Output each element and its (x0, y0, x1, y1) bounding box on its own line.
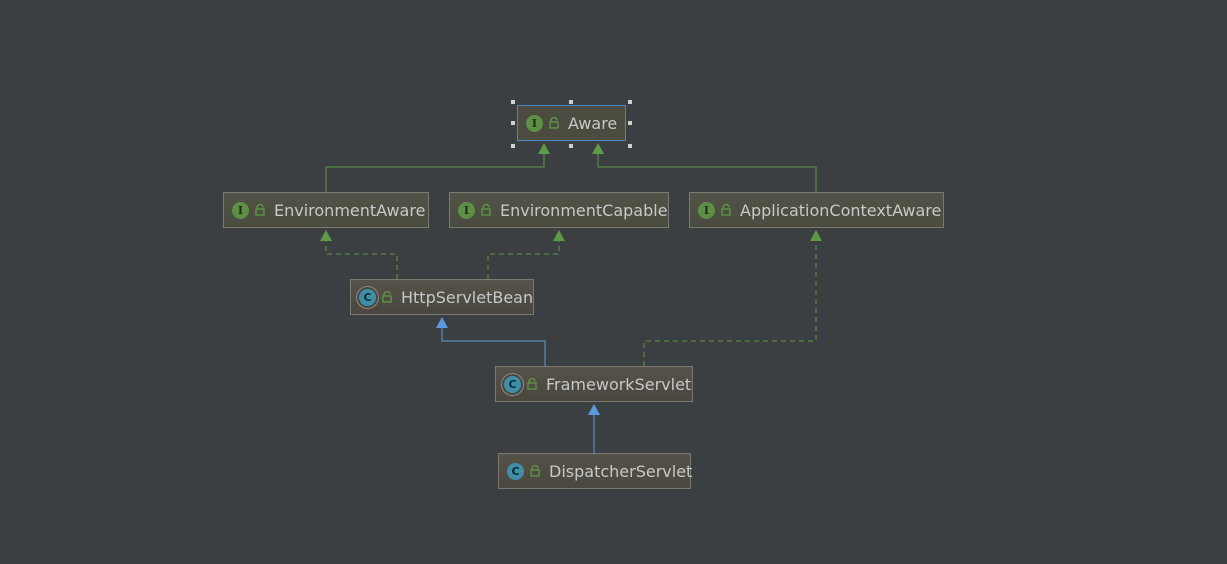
selection-handle[interactable] (569, 144, 573, 148)
edge-dispatcherservlet-to-frameworkservlet (588, 404, 600, 453)
node-environment-capable[interactable]: I EnvironmentCapable (449, 192, 669, 228)
selection-handle[interactable] (511, 121, 515, 125)
node-label: ApplicationContextAware (740, 200, 942, 220)
selection-handle[interactable] (511, 144, 515, 148)
node-label: EnvironmentCapable (500, 200, 668, 220)
edge-applicationcontextaware-to-aware (592, 143, 817, 192)
interface-icon: I (698, 201, 715, 219)
public-lock-icon (721, 204, 731, 216)
node-application-context-aware[interactable]: I ApplicationContextAware (689, 192, 944, 228)
node-label: FrameworkServlet (546, 374, 692, 394)
interface-icon: I (232, 201, 249, 219)
edge-frameworkservlet-to-httpservletbean (436, 317, 546, 366)
selection-handle[interactable] (511, 100, 515, 104)
selection-handle[interactable] (628, 100, 632, 104)
public-lock-icon (481, 204, 491, 216)
node-http-servlet-bean[interactable]: C HttpServletBean (350, 279, 534, 315)
public-lock-icon (382, 291, 392, 303)
node-aware[interactable]: I Aware (517, 105, 626, 141)
class-icon: C (507, 462, 524, 480)
node-label: Aware (568, 113, 618, 133)
edge-frameworkservlet-to-applicationcontextaware (643, 230, 822, 366)
public-lock-icon (527, 378, 537, 390)
edge-httpservletbean-to-environmentaware (320, 230, 398, 279)
selection-handle[interactable] (569, 100, 573, 104)
node-dispatcher-servlet[interactable]: C DispatcherServlet (498, 453, 693, 489)
public-lock-icon (549, 117, 559, 129)
public-lock-icon (530, 465, 540, 477)
abstract-class-icon: C (359, 288, 376, 306)
node-label: EnvironmentAware (274, 200, 426, 220)
node-environment-aware[interactable]: I EnvironmentAware (223, 192, 429, 228)
selection-handle[interactable] (628, 121, 632, 125)
interface-icon: I (526, 114, 543, 132)
abstract-class-icon: C (504, 375, 521, 393)
node-framework-servlet[interactable]: C FrameworkServlet (495, 366, 693, 402)
edge-httpservletbean-to-environmentcapable (487, 230, 565, 279)
interface-icon: I (458, 201, 475, 219)
selection-handle[interactable] (628, 144, 632, 148)
node-label: DispatcherServlet (549, 461, 693, 481)
public-lock-icon (255, 204, 265, 216)
node-label: HttpServletBean (401, 287, 534, 307)
edge-environmentaware-to-aware (325, 143, 550, 192)
